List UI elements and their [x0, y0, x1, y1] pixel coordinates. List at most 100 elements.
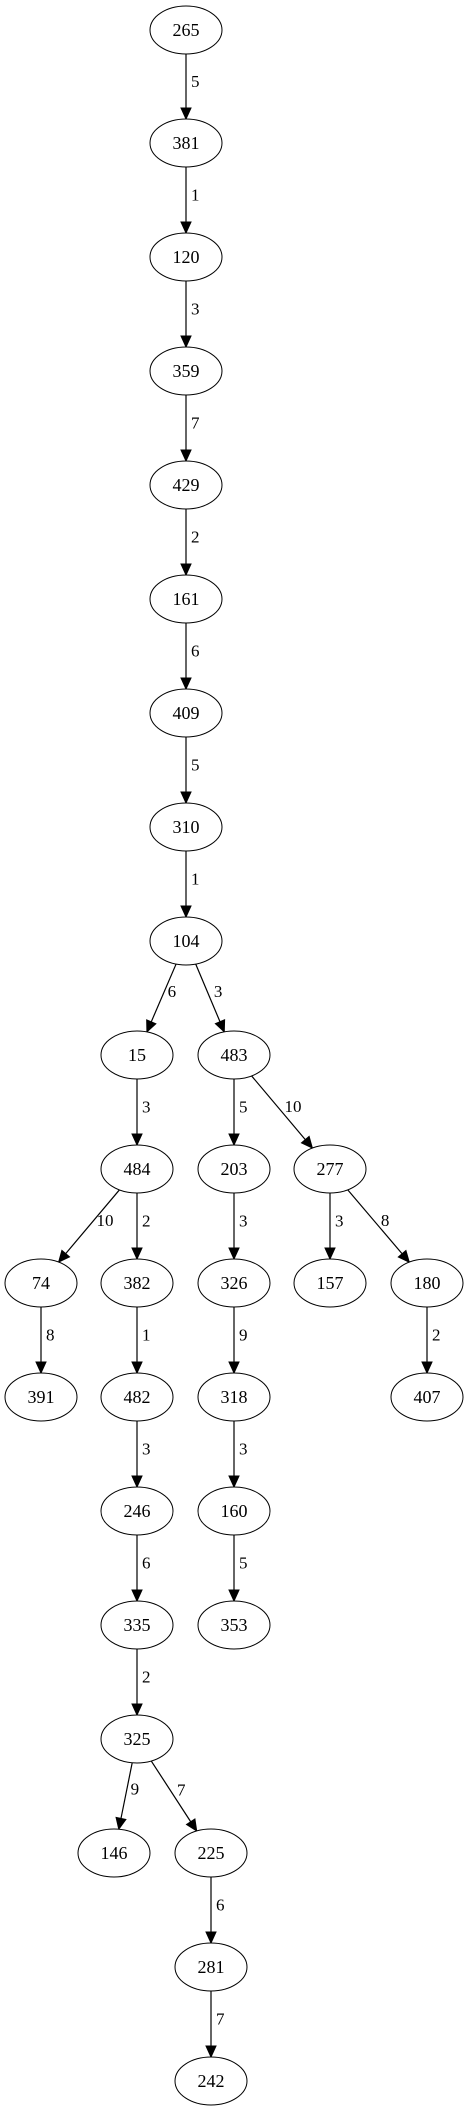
edge-weight-label: 8 [46, 1326, 55, 1345]
edge-weight-label: 9 [131, 1780, 140, 1799]
node-label: 429 [173, 475, 200, 495]
edge-15-484: 3 [131, 1079, 151, 1147]
arrowhead-icon [397, 1249, 411, 1264]
node-label: 246 [124, 1501, 151, 1521]
node-ellipse [4, 1372, 78, 1422]
node-label: 161 [173, 589, 200, 609]
node-ellipse [149, 346, 223, 396]
arrowhead-icon [228, 1361, 240, 1375]
node-ellipse [197, 1600, 271, 1650]
edge-120-359: 3 [180, 281, 200, 349]
arrowhead-icon [131, 1703, 143, 1717]
arrowhead-icon [180, 677, 192, 691]
arrowhead-icon [324, 1247, 336, 1261]
arrowhead-icon [228, 1589, 240, 1603]
edge-weight-label: 2 [142, 1212, 151, 1231]
node-381: 381 [149, 118, 223, 168]
node-310: 310 [149, 802, 223, 852]
node-382: 382 [100, 1258, 174, 1308]
node-label: 242 [198, 2071, 225, 2091]
edge-246-335: 6 [131, 1535, 151, 1603]
node-label: 484 [124, 1159, 151, 1179]
node-265: 265 [149, 5, 223, 55]
arrowhead-icon [228, 1247, 240, 1261]
edge-line [65, 1189, 120, 1255]
edge-335-325: 2 [131, 1649, 151, 1717]
edge-359-429: 7 [180, 395, 200, 463]
arrowhead-icon [205, 1931, 217, 1945]
node-180: 180 [390, 1258, 464, 1308]
node-15: 15 [100, 1030, 174, 1080]
edge-weight-label: 3 [142, 1440, 151, 1459]
node-label: 318 [221, 1387, 248, 1407]
edge-weight-label: 3 [239, 1212, 248, 1231]
node-ellipse [293, 1144, 367, 1194]
node-label: 104 [173, 931, 200, 951]
node-label: 120 [173, 247, 200, 267]
edge-weight-label: 10 [284, 1097, 301, 1116]
edge-weight-label: 5 [191, 72, 200, 91]
edge-281-242: 7 [205, 1991, 225, 2059]
arrowhead-icon [185, 1818, 198, 1832]
node-ellipse [197, 1144, 271, 1194]
node-label: 335 [124, 1615, 151, 1635]
node-ellipse [100, 1030, 174, 1080]
node-label: 409 [173, 703, 200, 723]
node-ellipse [197, 1030, 271, 1080]
node-407: 407 [390, 1372, 464, 1422]
node-ellipse [100, 1714, 174, 1764]
arrowhead-icon [214, 1019, 226, 1034]
edge-weight-label: 7 [177, 1780, 186, 1799]
edge-weight-label: 2 [432, 1326, 441, 1345]
arrowhead-icon [180, 905, 192, 919]
node-ellipse [174, 2056, 248, 2106]
arrowhead-icon [300, 1135, 314, 1149]
node-label: 277 [317, 1159, 344, 1179]
edge-weight-label: 5 [191, 756, 200, 775]
edge-weight-label: 1 [191, 186, 200, 205]
arrowhead-icon [131, 1589, 143, 1603]
arrowhead-icon [228, 1475, 240, 1489]
node-335: 335 [100, 1600, 174, 1650]
node-label: 265 [173, 20, 200, 40]
arrowhead-icon [180, 335, 192, 349]
arrowhead-icon [205, 2045, 217, 2059]
edge-265-381: 5 [180, 54, 200, 121]
edge-180-407: 2 [421, 1307, 441, 1375]
edge-310-104: 1 [180, 851, 200, 919]
edge-weight-label: 6 [216, 1896, 225, 1915]
node-label: 160 [221, 1501, 248, 1521]
edge-weight-label: 7 [216, 2010, 225, 2029]
edge-weight-label: 7 [191, 414, 200, 433]
node-391: 391 [4, 1372, 78, 1422]
node-label: 146 [101, 1843, 128, 1863]
node-label: 381 [173, 133, 200, 153]
node-label: 483 [221, 1045, 248, 1065]
edge-429-161: 2 [180, 509, 200, 577]
edge-line [150, 963, 177, 1023]
node-483: 483 [197, 1030, 271, 1080]
node-157: 157 [293, 1258, 367, 1308]
edge-weight-label: 3 [191, 300, 200, 319]
node-ellipse [149, 5, 223, 55]
node-label: 203 [221, 1159, 248, 1179]
edge-weight-label: 2 [142, 1668, 151, 1687]
node-label: 353 [221, 1615, 248, 1635]
edge-weight-label: 1 [191, 870, 200, 889]
node-label: 325 [124, 1729, 151, 1749]
node-359: 359 [149, 346, 223, 396]
arrowhead-icon [180, 791, 192, 805]
node-161: 161 [149, 574, 223, 624]
node-ellipse [149, 118, 223, 168]
node-325: 325 [100, 1714, 174, 1764]
node-ellipse [77, 1828, 151, 1878]
node-label: 157 [317, 1273, 344, 1293]
edge-382-482: 1 [131, 1307, 151, 1375]
node-160: 160 [197, 1486, 271, 1536]
arrowhead-icon [35, 1361, 47, 1375]
edge-483-203: 5 [228, 1079, 248, 1147]
node-ellipse [100, 1486, 174, 1536]
arrowhead-icon [131, 1475, 143, 1489]
node-ellipse [100, 1600, 174, 1650]
